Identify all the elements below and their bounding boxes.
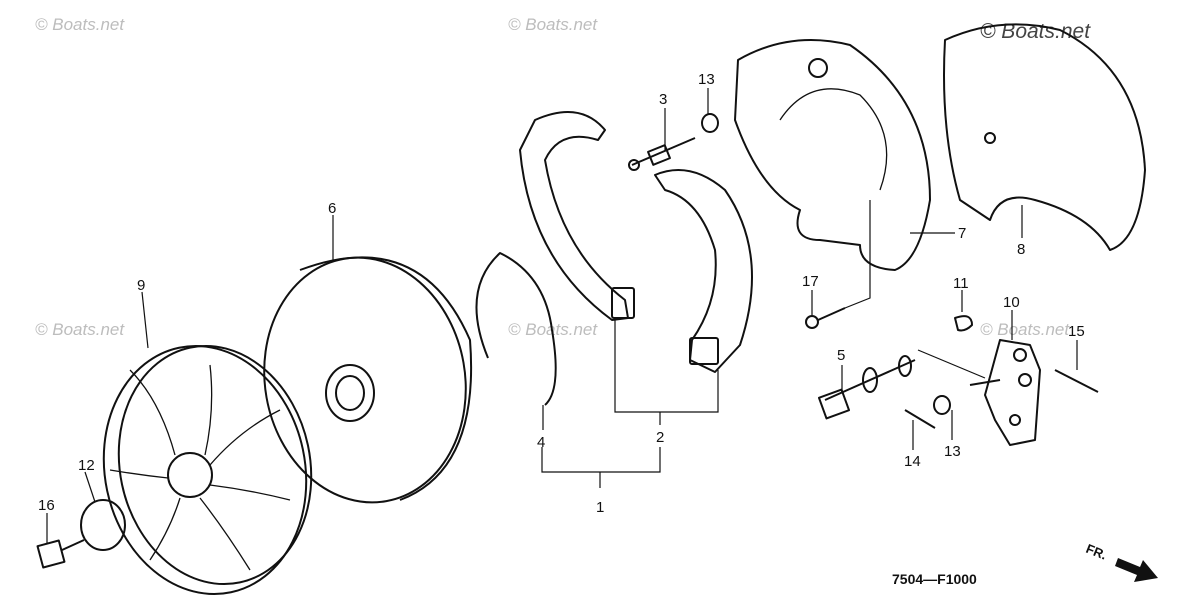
front-direction-indicator: FR. — [1084, 541, 1158, 582]
clip-part — [954, 315, 973, 332]
callout-12: 12 — [78, 457, 95, 474]
watermark: © Boats.net — [980, 320, 1070, 339]
washer-part — [933, 395, 951, 415]
callout-7: 7 — [958, 225, 966, 242]
arrow-right-icon — [1115, 558, 1158, 582]
callout-17: 17 — [802, 273, 819, 290]
watermark: © Boats.net — [508, 15, 598, 34]
callout-6: 6 — [328, 200, 336, 217]
brake-panel-part — [734, 39, 931, 271]
brake-drum-part — [263, 256, 473, 504]
callout-10: 10 — [1003, 294, 1020, 311]
callout-2: 2 — [656, 429, 664, 446]
watermark: © Boats.net — [35, 320, 125, 339]
callout-13-upper: 13 — [698, 71, 715, 88]
callout-4: 4 — [537, 434, 545, 451]
callout-8: 8 — [1017, 241, 1025, 258]
watermark-main: © Boats.net — [980, 20, 1091, 43]
callout-11: 11 — [953, 275, 969, 292]
watermark: © Boats.net — [508, 320, 598, 339]
fan-cover-part — [102, 344, 313, 596]
callout-16: 16 — [38, 497, 55, 514]
brake-shoe-right-part — [654, 169, 753, 373]
dust-cover-part — [943, 23, 1146, 251]
return-spring-part — [475, 252, 557, 406]
callout-13-lower: 13 — [944, 443, 961, 460]
callout-3: 3 — [659, 91, 667, 108]
cotter-pin-part — [904, 409, 936, 429]
pivot-pin-part — [628, 137, 696, 171]
brake-arm-part — [969, 339, 1041, 446]
watermark: © Boats.net — [35, 15, 125, 34]
callout-14: 14 — [904, 453, 921, 470]
bolt-part — [36, 539, 85, 569]
callout-5: 5 — [837, 347, 845, 364]
callout-9: 9 — [137, 277, 145, 294]
washer-part — [701, 113, 719, 133]
leader-lines — [46, 88, 1078, 543]
callout-1: 1 — [596, 499, 604, 516]
diagram-code: 7504—F1000 — [892, 571, 977, 587]
callout-15: 15 — [1068, 323, 1085, 340]
brake-cam-part — [817, 355, 916, 420]
washer-part — [80, 499, 126, 551]
bolt-part — [805, 307, 846, 329]
bolt-part — [1054, 369, 1099, 393]
front-label: FR. — [1084, 541, 1109, 563]
brake-shoe-left-part — [519, 111, 635, 321]
